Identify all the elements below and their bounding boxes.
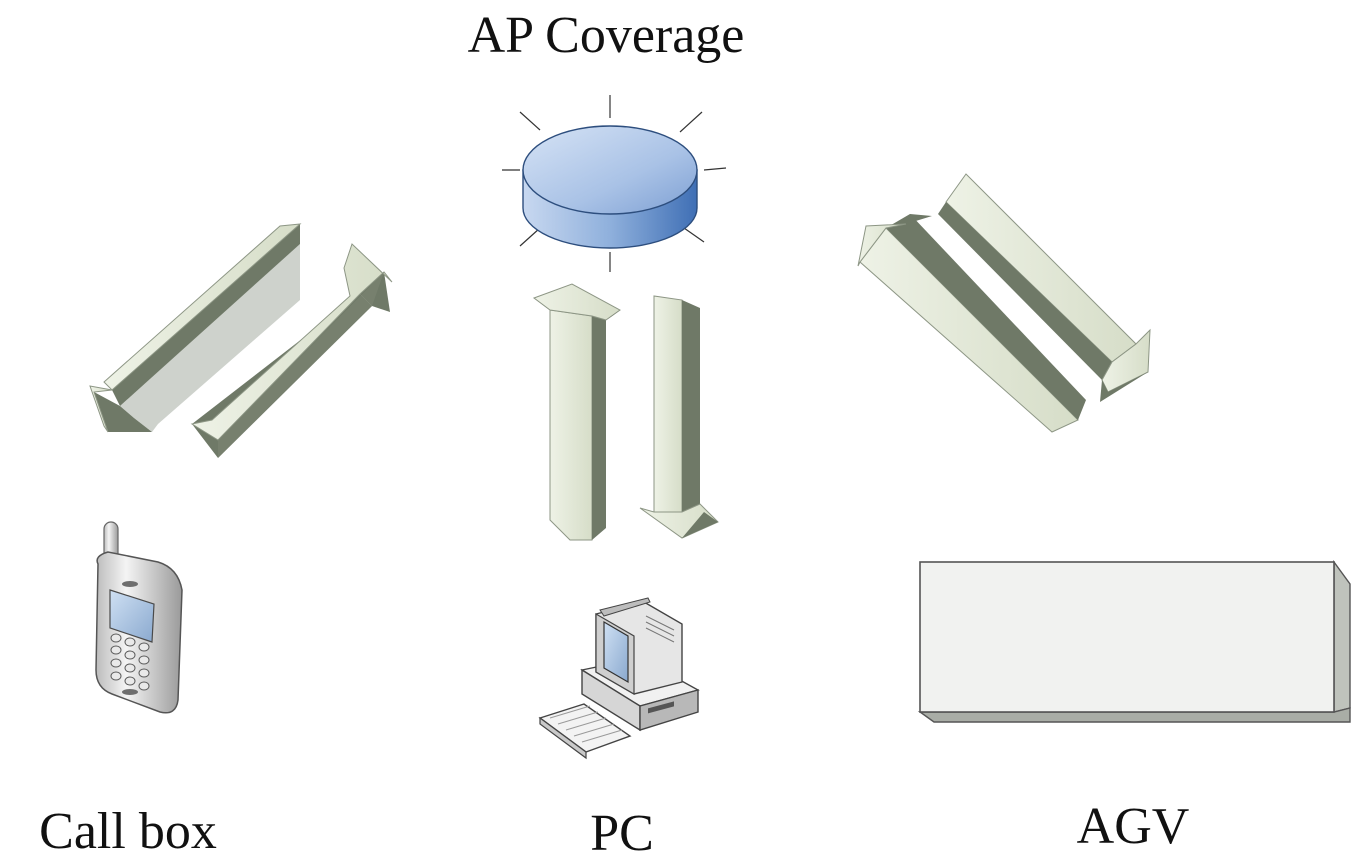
agv-link-arrows (857, 173, 1151, 433)
arrow-to-agv-from-ap (938, 173, 1151, 402)
arrow-to-pc-from-ap (639, 295, 719, 539)
call-box-label: Call box (39, 803, 217, 860)
diagram-title: AP Coverage (468, 7, 745, 64)
arrow-to-ap-from-pc (532, 283, 621, 541)
agv-label: AGV (1077, 798, 1190, 855)
pc-link-arrows (532, 283, 719, 541)
desktop-computer-icon (538, 597, 700, 760)
access-point-icon (502, 95, 727, 272)
arrow-to-ap-from-call-box (190, 243, 393, 458)
arrow-to-call-box (89, 223, 302, 433)
agv-box-icon (917, 559, 1351, 723)
arrow-to-ap-from-agv (857, 214, 1086, 433)
call-box-link-arrows (89, 223, 393, 458)
mobile-phone-icon (95, 521, 183, 714)
pc-label: PC (590, 805, 654, 862)
